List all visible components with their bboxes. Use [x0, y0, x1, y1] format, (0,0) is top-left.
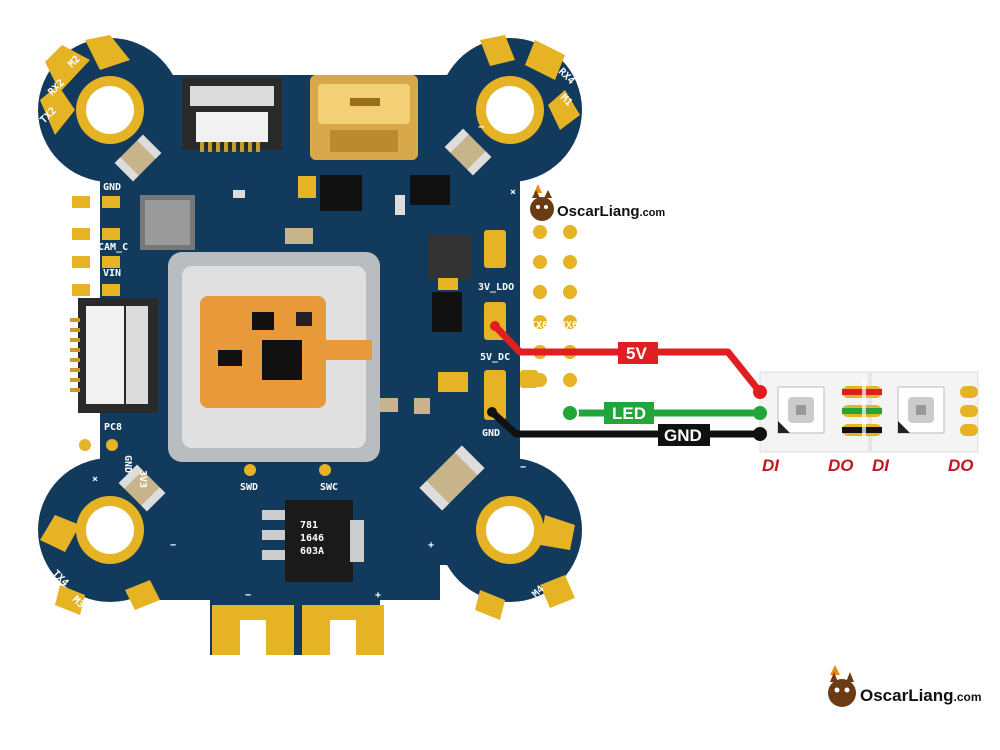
label-tx1: TX1	[530, 244, 548, 255]
mount-corner-bottom-right	[438, 458, 582, 620]
wiring: 5V LED GND	[487, 321, 767, 446]
label-tx6: TX6	[530, 320, 548, 331]
brand-mascot-icon	[530, 184, 554, 221]
wire-led: LED	[561, 402, 767, 424]
label-led-pad: LED	[530, 412, 548, 423]
cross-mark-tr: ×	[510, 187, 516, 198]
label-swd: SWD	[240, 482, 258, 493]
pin-label-di-2: DI	[872, 456, 890, 475]
label-rx1: RX1	[560, 244, 578, 255]
minus-mark-bl: −	[170, 540, 176, 551]
mount-hole	[86, 86, 134, 134]
label-3v-ldo: 3V_LDO	[478, 282, 514, 293]
uart-pad-array	[484, 225, 577, 420]
brand-name-bottom: OscarLiang	[860, 686, 954, 705]
svg-text:OscarLiang.com: OscarLiang.com	[557, 203, 665, 220]
brand-logo-bottom: OscarLiang.com	[828, 665, 982, 707]
fpc-connector-left	[70, 298, 158, 413]
battery-minus-sign: −	[245, 590, 251, 601]
left-silk-labels: GND GND CAM CAM_C S5 VBAT VIN PC9 PC8 SW…	[72, 182, 338, 493]
wire-label-led: LED	[612, 404, 646, 423]
label-gnd: GND	[482, 428, 500, 439]
battery-plus-sign: +	[375, 590, 381, 601]
label-bz-minus: BZ-	[556, 392, 574, 403]
uart-labels: TX1 RX1 TX3 RX3 TX6 RX6 3V_LDO 5V_DC BZ+…	[478, 244, 578, 439]
pin-label-do-2: DO	[948, 456, 974, 475]
strip-pads-end	[960, 386, 978, 436]
brand-logo-top: OscarLiang.com	[530, 184, 665, 221]
brand-suffix-bottom: .com	[954, 690, 982, 704]
pin-label-di-1: DI	[762, 456, 780, 475]
label-vbat: VBAT	[72, 268, 96, 279]
usb-connector	[310, 75, 418, 160]
wire-label-5v: 5V	[626, 344, 647, 363]
mount-hole	[86, 506, 134, 554]
brand-suffix-top: .com	[640, 207, 666, 219]
label-tx3: TX3	[530, 275, 548, 286]
label-rx6: RX6	[560, 320, 578, 331]
gyro-chip	[262, 340, 302, 380]
label-pc9: PC9	[78, 422, 96, 433]
wire-label-gnd: GND	[664, 426, 702, 445]
label-gnd-tl: GND	[72, 182, 90, 193]
mount-hole	[486, 506, 534, 554]
label-rx3: RX3	[560, 275, 578, 286]
led-strip: DI DO DI DO	[759, 371, 979, 475]
brand-name-top: OscarLiang	[557, 203, 640, 220]
minus-mark-tr: −	[478, 122, 484, 133]
svg-text:OscarLiang.com: OscarLiang.com	[860, 686, 982, 705]
minus-mark-br: −	[520, 462, 526, 473]
led-1	[777, 386, 825, 434]
plus-mark-tl: +	[120, 122, 126, 133]
flight-controller-board: − +	[38, 35, 582, 655]
label-vin: VIN	[103, 268, 121, 279]
plus-mark-br: +	[428, 540, 434, 551]
label-swc: SWC	[320, 482, 338, 493]
label-gnd-side: GND	[122, 455, 133, 473]
wire-5v: 5V	[490, 321, 767, 399]
chip-text-3: 603A	[300, 546, 324, 557]
label-cam: CAM	[72, 214, 90, 225]
pin-label-do-1: DO	[828, 456, 854, 475]
label-5v-dc: 5V_DC	[480, 352, 510, 363]
wire-gnd: GND	[487, 407, 767, 446]
label-bz-plus: BZ+	[522, 392, 540, 403]
label-cam-c: CAM_C	[98, 242, 128, 253]
chip-text-1: 781	[300, 520, 318, 531]
label-s5: S5	[72, 242, 84, 253]
chip-text-2: 1646	[300, 533, 324, 544]
strip-pads-middle	[842, 380, 882, 442]
label-gnd-tl2: GND	[103, 182, 121, 193]
label-3v3: 3V3	[137, 470, 148, 488]
led-2	[897, 386, 945, 434]
fpc-connector-top	[182, 78, 282, 152]
left-pads	[72, 196, 331, 476]
gyro-damping-enclosure	[168, 252, 380, 462]
smd-components	[114, 128, 492, 512]
mount-corner-top-left	[38, 35, 182, 182]
label-pc8: PC8	[104, 422, 122, 433]
regulator-chip: 781 1646 603A	[262, 500, 364, 582]
cross-mark-bl: ×	[92, 474, 98, 485]
mount-hole	[486, 86, 534, 134]
brand-mascot-icon	[828, 665, 856, 707]
